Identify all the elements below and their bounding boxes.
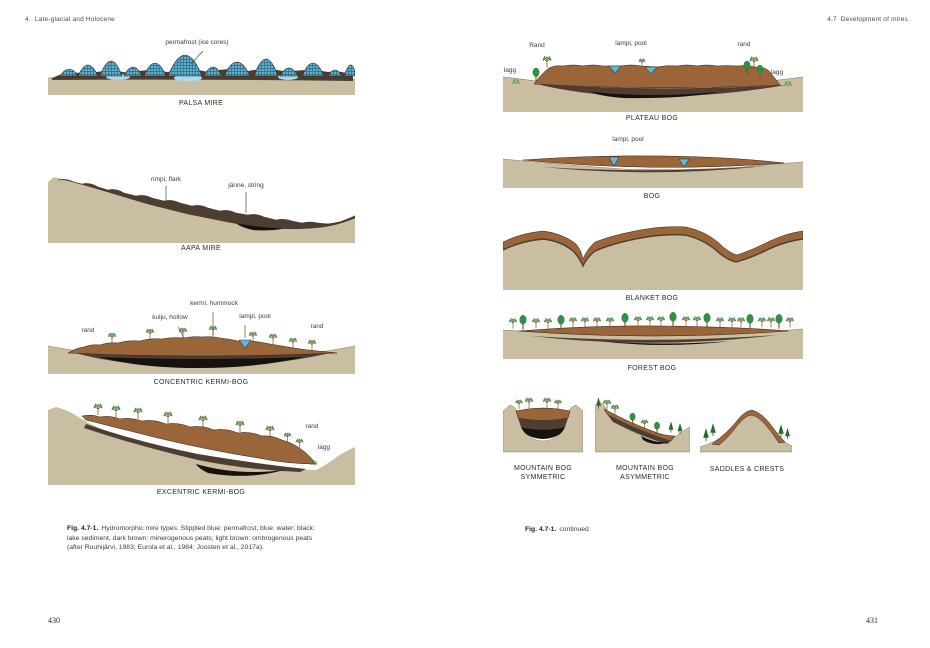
ombrogenous-peat bbox=[81, 414, 317, 465]
caption-forest: FOREST BOG bbox=[627, 365, 677, 372]
running-header-right: 4.7 Development of mires bbox=[827, 16, 908, 23]
label-lampi-pool: lampi, pool bbox=[612, 136, 644, 143]
figure-caption-left-text: Hydromorphic mire types. Stippled blue: … bbox=[67, 525, 315, 552]
label-kermi-hummock: kermi, hummock bbox=[190, 300, 238, 307]
ombrogenous-peat bbox=[515, 407, 571, 421]
caption-line1: MOUNTAIN BOG bbox=[616, 465, 674, 472]
shrubs bbox=[514, 397, 563, 409]
caption-concentric: CONCENTRIC KERMI-BOG bbox=[153, 379, 249, 386]
ground bbox=[503, 234, 803, 290]
caption-blanket: BLANKET BOG bbox=[625, 295, 679, 302]
label-lagg-right: lagg bbox=[770, 69, 784, 76]
peat-interface bbox=[503, 233, 803, 268]
peat-cap bbox=[711, 409, 786, 446]
caption-bog: BOG bbox=[643, 193, 661, 200]
label-rand-right: rand bbox=[310, 323, 324, 330]
saddles-crests-diagram bbox=[700, 409, 792, 453]
page-number-left: 430 bbox=[48, 616, 60, 625]
caption-aapa: AAPA MIRE bbox=[181, 245, 221, 252]
palsa-mire-diagram bbox=[48, 50, 355, 95]
label-kulju-hollow: kulju, hollow bbox=[152, 314, 188, 321]
ground bbox=[48, 407, 355, 485]
blanket-bog-diagram bbox=[503, 226, 803, 290]
ground bbox=[700, 414, 792, 453]
ground bbox=[48, 346, 355, 374]
pointer-line bbox=[190, 50, 204, 65]
ombrogenous-dome bbox=[533, 64, 781, 89]
label-rand-right: rand bbox=[737, 41, 751, 48]
caption-mountain-asymmetric: MOUNTAIN BOG ASYMMETRIC bbox=[616, 464, 674, 482]
label-rand: rand bbox=[305, 423, 319, 430]
peat-layer bbox=[57, 179, 355, 229]
pools bbox=[608, 156, 690, 168]
caption-line2: ASYMMETRIC bbox=[620, 474, 670, 482]
bog-diagram bbox=[503, 155, 803, 188]
caption-excentric: EXCENTRIC KERMI-BOG bbox=[156, 489, 246, 496]
lake-sediment bbox=[599, 341, 731, 345]
caption-line1: MOUNTAIN BOG bbox=[514, 465, 572, 472]
minerogenous-peat bbox=[607, 414, 671, 444]
running-header-left: 4. Late-glacial and Holocene bbox=[25, 16, 115, 23]
label-janne-string: jänne, string bbox=[228, 182, 264, 189]
figure-caption-right-label: Fig. 4.7-1. bbox=[525, 526, 557, 533]
ombrogenous-peat bbox=[522, 155, 785, 168]
mountain-bog-symmetric-diagram bbox=[503, 397, 583, 453]
lake-sediment bbox=[641, 436, 669, 445]
label-rimpi-flark: rimpi, flark bbox=[151, 176, 181, 183]
lake-sediment bbox=[100, 357, 304, 368]
minerogenous-peat bbox=[518, 418, 568, 430]
permafrost-mounds bbox=[59, 54, 355, 77]
lake-sediment bbox=[591, 92, 719, 99]
caption-plateau: PLATEAU BOG bbox=[625, 115, 679, 122]
figure-caption-left: Fig. 4.7-1.Hydromorphic mire types. Stip… bbox=[67, 524, 320, 553]
aapa-mire-diagram bbox=[48, 177, 355, 243]
caption-saddles-crests: SADDLES & CRESTS bbox=[709, 466, 785, 473]
minerogenous-peat bbox=[84, 424, 306, 472]
forest-bog-diagram bbox=[503, 311, 803, 359]
ground bbox=[48, 75, 355, 95]
ground bbox=[503, 159, 803, 188]
label-permafrost: permafrost (ice cores) bbox=[165, 39, 229, 46]
label-rand-left: Rand bbox=[529, 42, 545, 49]
concentric-kermi-bog-diagram bbox=[48, 312, 355, 374]
excentric-kermi-bog-diagram bbox=[48, 403, 355, 485]
mountain-bog-asymmetric-diagram bbox=[595, 396, 690, 453]
label-lampi-pool: lampi, pool bbox=[615, 40, 647, 47]
label-lagg-left: lagg bbox=[503, 67, 517, 74]
lake-sediment bbox=[196, 464, 284, 476]
caption-mountain-symmetric: MOUNTAIN BOG SYMMETRIC bbox=[514, 464, 572, 482]
pointer-lines bbox=[165, 186, 247, 213]
pools bbox=[608, 65, 658, 75]
ombrogenous-dome bbox=[67, 336, 338, 357]
minerogenous-peat bbox=[543, 166, 765, 173]
pointer-lines bbox=[177, 312, 246, 339]
pool bbox=[238, 339, 252, 349]
figure-caption-right-text: continued bbox=[559, 526, 589, 533]
ombrogenous-peat bbox=[518, 325, 789, 337]
label-lagg: lagg bbox=[317, 444, 331, 451]
label-lampi-pool: lampi, pool bbox=[239, 313, 271, 320]
caption-line2: SYMMETRIC bbox=[520, 474, 566, 482]
lake-sediment bbox=[521, 427, 565, 439]
figure-caption-right: Fig. 4.7-1.continued bbox=[525, 525, 725, 535]
page-number-right: 431 bbox=[866, 616, 878, 625]
plateau-bog-diagram bbox=[503, 55, 803, 112]
label-rand-left: rand bbox=[81, 327, 95, 334]
caption-palsa: PALSA MIRE bbox=[178, 100, 224, 107]
minerogenous-peat bbox=[531, 335, 777, 343]
figure-caption-left-label: Fig. 4.7-1. bbox=[67, 525, 99, 532]
